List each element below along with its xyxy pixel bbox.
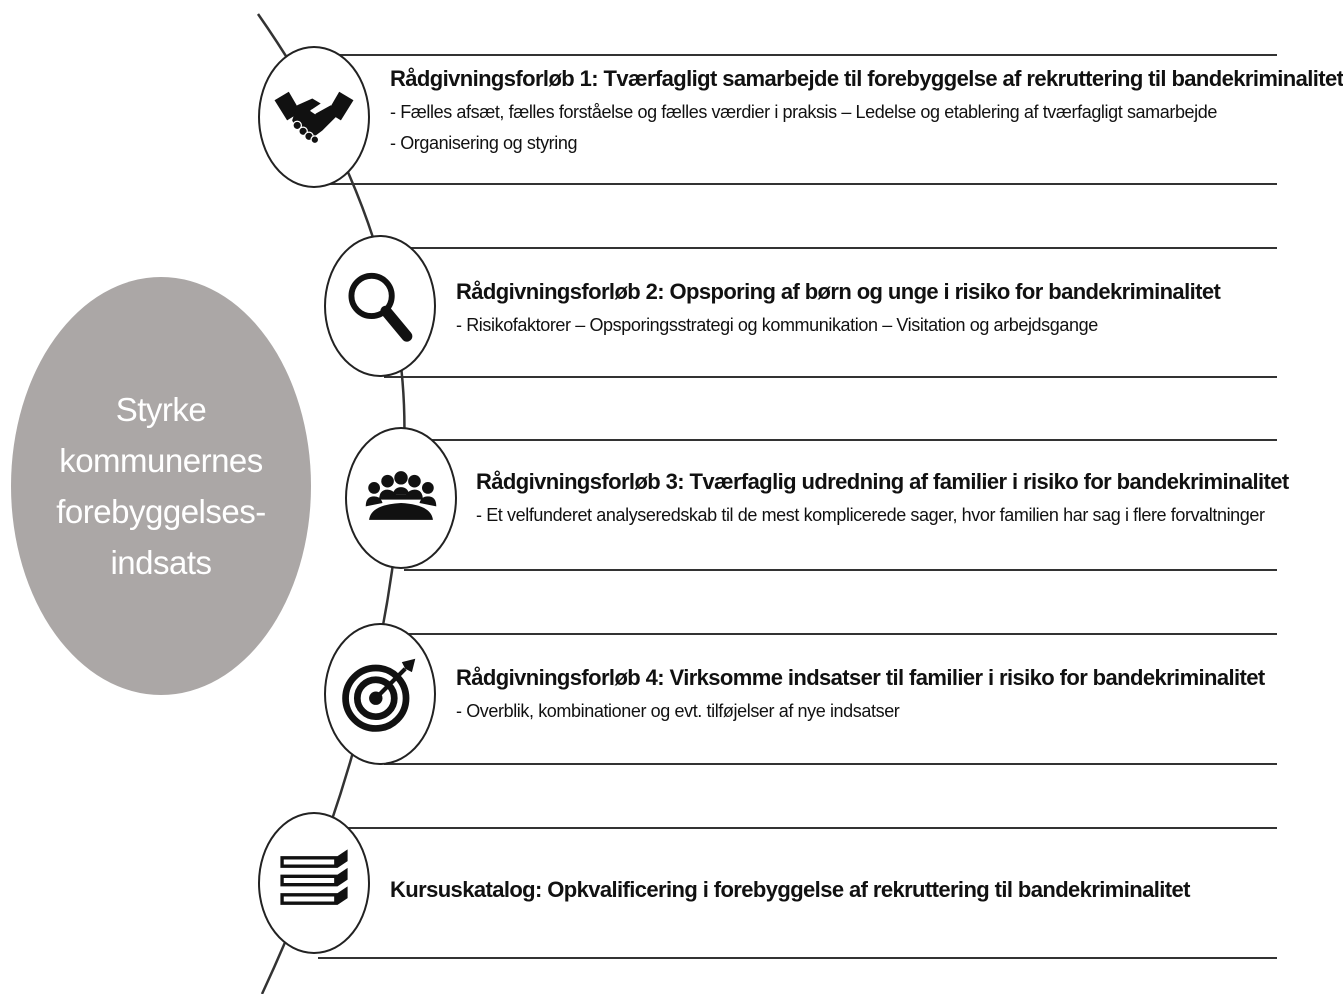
- hub-line: indsats: [110, 544, 212, 581]
- item-title: Rådgivningsforløb 4: Virksomme indsatser…: [456, 665, 1265, 690]
- magnifier-icon: [348, 272, 413, 342]
- item-bullet: - Et velfunderet analyseredskab til de m…: [476, 505, 1265, 525]
- hub-line: forebyggelses-: [56, 493, 266, 530]
- target-icon: [342, 658, 416, 732]
- item-title: Kursuskatalog: Opkvalificering i forebyg…: [390, 877, 1190, 902]
- central-hub: Styrke kommunernes forebyggelses- indsat…: [11, 277, 311, 695]
- hub-line: Styrke: [115, 391, 207, 428]
- item-bullet: - Overblik, kombinationer og evt. tilføj…: [456, 701, 900, 721]
- item-band-4: Rådgivningsforløb 4: Virksomme indsatser…: [384, 633, 1277, 765]
- books-icon: [280, 849, 348, 905]
- item-band-1: Rådgivningsforløb 1: Tværfagligt samarbe…: [318, 54, 1343, 185]
- badge-5: [258, 812, 370, 954]
- item-bullet: - Organisering og styring: [390, 133, 578, 153]
- item-band-3: Rådgivningsforløb 3: Tværfaglig udrednin…: [404, 439, 1289, 571]
- item-band-2: Rådgivningsforløb 2: Opsporing af børn o…: [384, 247, 1277, 378]
- handshake-icon: [274, 91, 354, 145]
- hub-line: kommunernes: [59, 442, 263, 479]
- badge-1: [258, 46, 370, 188]
- item-title: Rådgivningsforløb 1: Tværfagligt samarbe…: [390, 66, 1343, 91]
- item-title: Rådgivningsforløb 3: Tværfaglig udrednin…: [476, 469, 1289, 494]
- hub-label: Styrke kommunernes forebyggelses- indsat…: [56, 384, 266, 588]
- item-bullet: - Fælles afsæt, fælles forståelse og fæl…: [390, 102, 1217, 122]
- badge-3: [345, 427, 457, 569]
- item-band-5: Kursuskatalog: Opkvalificering i forebyg…: [318, 827, 1277, 959]
- item-title: Rådgivningsforløb 2: Opsporing af børn o…: [456, 279, 1221, 304]
- badge-4: [324, 623, 436, 765]
- item-bullet: - Risikofaktorer – Opsporingsstrategi og…: [456, 315, 1098, 335]
- people-meeting-icon: [365, 471, 437, 520]
- badge-2: [324, 235, 436, 377]
